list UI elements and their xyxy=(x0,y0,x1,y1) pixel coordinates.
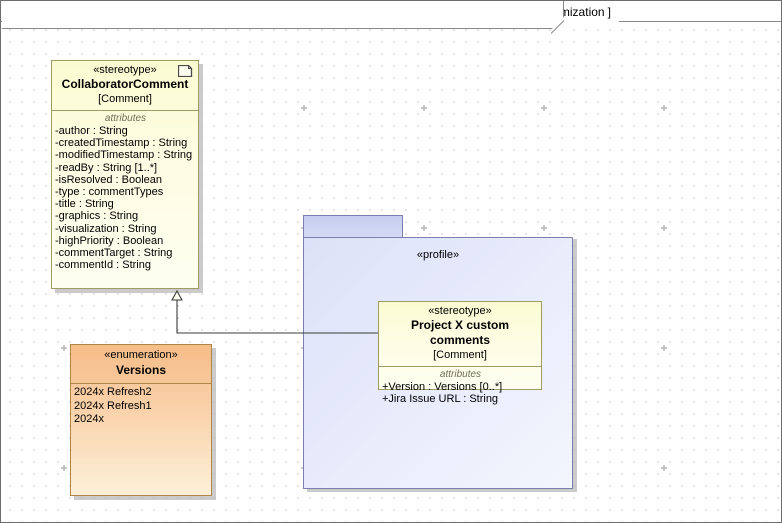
project-x-attributes-compartment: attributes +Version : Versions [0..*]+Ji… xyxy=(379,366,541,408)
bracket-close: ] xyxy=(607,4,611,19)
project-x-custom-comments-class[interactable]: «stereotype» Project X custom comments [… xyxy=(378,301,542,405)
attribute-row: -visualization : String xyxy=(55,222,157,235)
attribute-row: -author : String xyxy=(55,125,128,137)
versions-enumeration-stereotype: «enumeration» xyxy=(104,349,178,361)
attribute-row: -commentTarget : String xyxy=(55,247,173,260)
collaborator-comment-class[interactable]: «stereotype» CollaboratorComment [Commen… xyxy=(51,60,199,289)
attribute-row: -highPriority : Boolean xyxy=(55,234,164,247)
enumeration-literal-row: 2024x Refresh2 xyxy=(74,386,152,398)
enumeration-literal-row: 2024x Refresh1 xyxy=(74,399,152,412)
collaborator-comment-attributes-compartment: attributes -author : String-createdTimes… xyxy=(52,110,198,274)
versions-enumeration-name: Versions xyxy=(115,363,167,377)
versions-enumeration-header: «enumeration» Versions xyxy=(71,345,211,384)
attribute-row: -createdTimestamp : String xyxy=(55,137,188,150)
attribute-row: -commentId : String xyxy=(55,259,151,272)
collaborator-comment-header: «stereotype» CollaboratorComment [Commen… xyxy=(52,61,198,110)
collaborator-comment-name: CollaboratorComment xyxy=(61,77,189,91)
enumeration-literal-row: 2024x xyxy=(74,413,104,425)
project-x-metaclass: [Comment] xyxy=(433,349,487,361)
collaborator-comment-attribute-list: -author : String-createdTimestamp : Stri… xyxy=(55,125,196,271)
diagram-tab-shape xyxy=(2,1,564,29)
attribute-row: -modifiedTimestamp : String xyxy=(55,149,193,162)
attribute-row: -graphics : String xyxy=(55,210,139,223)
attribute-row: -type : commentTypes xyxy=(55,186,164,199)
attribute-row: -readBy : String [1..*] xyxy=(55,161,158,174)
note-document-icon xyxy=(177,64,193,78)
diagram-header-bar: Profile Diagram Cameo Collaborator comme… xyxy=(1,1,781,34)
diagram-canvas[interactable]: «profile» «stereotype» CollaboratorComme… xyxy=(1,22,781,522)
collaborator-comment-metaclass: [Comment] xyxy=(98,93,152,105)
collaborator-comment-stereotype: «stereotype» xyxy=(93,64,157,76)
attributes-compartment-label: attributes xyxy=(104,113,147,124)
attribute-row: +Jira Issue URL : String xyxy=(382,393,499,406)
diagram-tab-corner-cut xyxy=(551,17,568,34)
project-x-name: Project X custom comments xyxy=(410,318,510,347)
profile-package-tab xyxy=(303,215,403,238)
attribute-row: -isResolved : Boolean xyxy=(55,173,163,186)
project-x-attributes-label: attributes xyxy=(439,369,482,380)
project-x-attribute-list: +Version : Versions [0..*]+Jira Issue UR… xyxy=(382,381,539,405)
project-x-stereotype: «stereotype» xyxy=(428,305,492,317)
attribute-row: -title : String xyxy=(55,198,114,211)
attribute-row: +Version : Versions [0..*] xyxy=(382,381,503,393)
profile-package-stereotype-label: «profile» xyxy=(416,249,460,261)
project-x-header: «stereotype» Project X custom comments [… xyxy=(379,302,541,366)
